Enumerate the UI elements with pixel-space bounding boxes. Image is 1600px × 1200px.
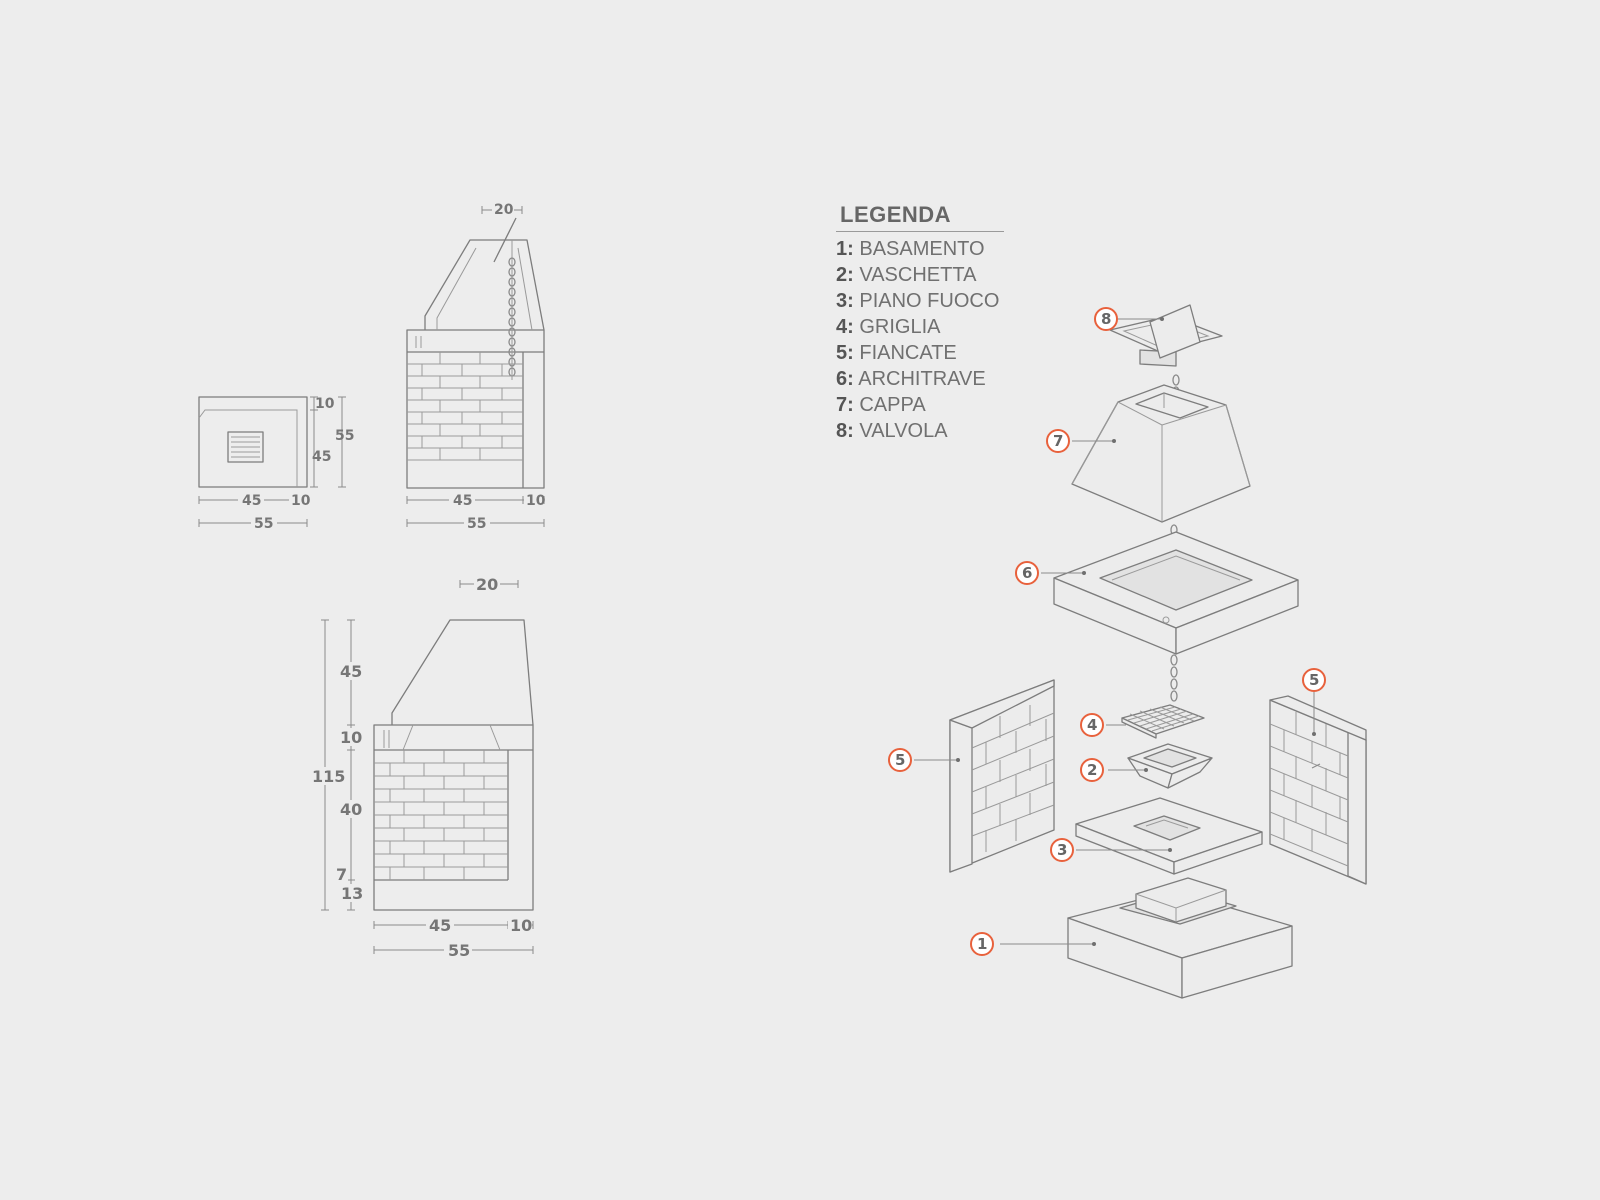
legend-item-number: 3: [836,290,854,312]
svg-text:5: 5 [1309,671,1319,689]
part-griglia [1106,704,1205,739]
legend-item-label: BASAMENTO [859,238,985,260]
legend-item-label: GRIGLIA [859,316,941,338]
dim-front-45-hood: 45 [340,662,362,681]
dim-top-bottom-10: 10 [291,493,311,509]
callout-6: 6 [1015,561,1039,585]
callout-4: 4 [1080,713,1104,737]
legend-item-number: 8: [836,420,854,442]
front-bricks [374,750,508,880]
part-vaschetta [1108,743,1213,789]
part-fiancata-sinistra [914,679,1055,873]
callout-5-right: 5 [1302,668,1326,692]
top-view: 10 55 45 45 10 55 [198,396,354,532]
dim-front-bottom-10: 10 [510,916,532,935]
legend-item-label: VASCHETTA [859,264,977,286]
legend-item-number: 7: [836,394,854,416]
legend-item: 6: ARCHITRAVE [836,366,1036,392]
dim-top-bottom-55: 55 [254,516,273,532]
svg-text:8: 8 [1101,310,1111,328]
legend-item: 2: VASCHETTA [836,262,1036,288]
chain-lower [1170,654,1178,702]
dim-front-13: 13 [341,884,363,903]
svg-text:7: 7 [1053,432,1063,450]
side-view: 20 45 10 55 [406,201,546,532]
side-chain [508,257,516,377]
dim-front-bottom-45: 45 [429,916,451,935]
legend-item-number: 6: [836,368,854,390]
dim-side-bottom-45: 45 [453,493,472,509]
legend-item: 8: VALVOLA [836,418,1036,444]
dim-front-115: 115 [312,767,345,786]
front-view: 20 115 45 10 40 7 13 45 10 55 [311,575,534,960]
legend: LEGENDA 1: BASAMENTO 2: VASCHETTA 3: PIA… [836,202,1036,444]
dim-front-10-lintel: 10 [340,728,362,747]
callout-1: 1 [970,932,994,956]
dim-side-bottom-10: 10 [526,493,546,509]
legend-item-label: CAPPA [859,394,926,416]
dim-top-bottom-45: 45 [242,493,261,509]
dim-front-bottom-55: 55 [448,941,470,960]
part-piano-fuoco [1075,797,1263,875]
legend-item: 7: CAPPA [836,392,1036,418]
part-basamento [1000,877,1293,999]
svg-text:6: 6 [1022,564,1032,582]
dim-front-20: 20 [476,575,498,594]
legend-item-number: 2: [836,264,854,286]
part-architrave [1041,531,1299,655]
legend-item-label: VALVOLA [859,420,948,442]
legend-item-number: 1: [836,238,854,260]
dim-front-40: 40 [340,800,362,819]
dim-front-7: 7 [336,865,347,884]
legend-item: 1: BASAMENTO [836,236,1036,262]
dim-top-55: 55 [335,428,354,444]
legend-item: 4: GRIGLIA [836,314,1036,340]
dim-side-bottom-55: 55 [467,516,486,532]
part-cappa [1071,384,1251,523]
callout-3: 3 [1050,838,1074,862]
callout-2: 2 [1080,758,1104,782]
exploded-view: 1 2 3 4 5 5 6 7 [888,304,1367,999]
svg-text:4: 4 [1087,716,1097,734]
legend-item-number: 4: [836,316,854,338]
legend-item: 5: FIANCATE [836,340,1036,366]
legend-item-label: FIANCATE [859,342,957,364]
dim-top-45: 45 [312,449,331,465]
callout-8: 8 [1094,307,1118,331]
svg-text:1: 1 [977,935,987,953]
part-valvola [1109,304,1223,367]
legend-item: 3: PIANO FUOCO [836,288,1036,314]
legend-item-number: 5: [836,342,854,364]
side-bricks [407,352,523,461]
dim-top-10: 10 [315,396,335,412]
svg-text:5: 5 [895,751,905,769]
callout-7: 7 [1046,429,1070,453]
svg-text:3: 3 [1057,841,1067,859]
legend-item-label: ARCHITRAVE [858,368,986,390]
dim-side-20: 20 [494,202,514,218]
svg-text:2: 2 [1087,761,1097,779]
callout-5-left: 5 [888,748,912,772]
part-fiancata-destra [1269,692,1367,885]
legend-title: LEGENDA [840,202,952,227]
legend-divider [836,231,1004,232]
legend-item-label: PIANO FUOCO [859,290,1000,312]
